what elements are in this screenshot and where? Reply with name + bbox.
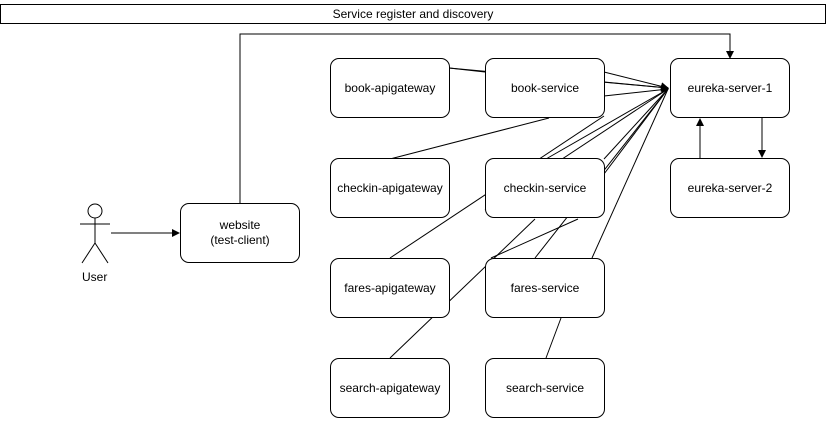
node-book-apigateway-label: book-apigateway — [344, 80, 436, 95]
edge-fares-service-eureka-3 — [490, 218, 579, 259]
node-fares-apigateway: fares-apigateway — [330, 258, 450, 318]
node-search-apigateway-label: search-apigateway — [339, 380, 441, 395]
edge-search-apigateway-checkin-service — [389, 218, 536, 359]
edge-fares-service-eureka-2 — [591, 88, 669, 259]
node-fares-service-label: fares-service — [510, 280, 580, 295]
edge-website-eureka-server-1 — [239, 33, 734, 203]
node-website-label: website — [219, 218, 261, 232]
node-fares-service: fares-service — [485, 258, 605, 318]
node-search-service: search-service — [485, 358, 605, 418]
node-book-service: book-service — [485, 58, 605, 118]
node-book-apigateway: book-apigateway — [330, 58, 450, 118]
node-checkin-service-label: checkin-service — [503, 180, 587, 195]
node-search-apigateway: search-apigateway — [330, 358, 450, 418]
node-checkin-apigateway-label: checkin-apigateway — [337, 180, 443, 195]
node-book-service-label: book-service — [510, 80, 580, 95]
node-eureka-server-2: eureka-server-2 — [670, 158, 790, 218]
edge-search-service-fares-service — [545, 317, 562, 359]
edge-checkin-service-eureka-2 — [603, 88, 669, 160]
node-checkin-apigateway: checkin-apigateway — [330, 158, 450, 218]
node-fares-apigateway-label: fares-apigateway — [344, 280, 436, 295]
node-website-sublabel: (test-client) — [210, 233, 270, 247]
node-checkin-service: checkin-service — [485, 158, 605, 218]
edge-book-service-eureka-1 — [603, 71, 669, 91]
user-actor-icon — [80, 203, 110, 264]
node-website: website (test-client) — [180, 203, 300, 263]
edge-checkin-service-eureka-1 — [545, 88, 669, 160]
node-eureka-server-1-label: eureka-server-1 — [687, 80, 773, 95]
node-eureka-server-1: eureka-server-1 — [670, 58, 790, 118]
user-actor-label: User — [82, 270, 108, 284]
edge-checkin-apigateway-book-service — [389, 117, 550, 160]
node-eureka-server-2-label: eureka-server-2 — [687, 180, 773, 195]
edge-book-service-eureka-3 — [603, 85, 669, 97]
diagram-title: Service register and discovery — [0, 4, 826, 24]
node-search-service-label: search-service — [505, 380, 585, 395]
